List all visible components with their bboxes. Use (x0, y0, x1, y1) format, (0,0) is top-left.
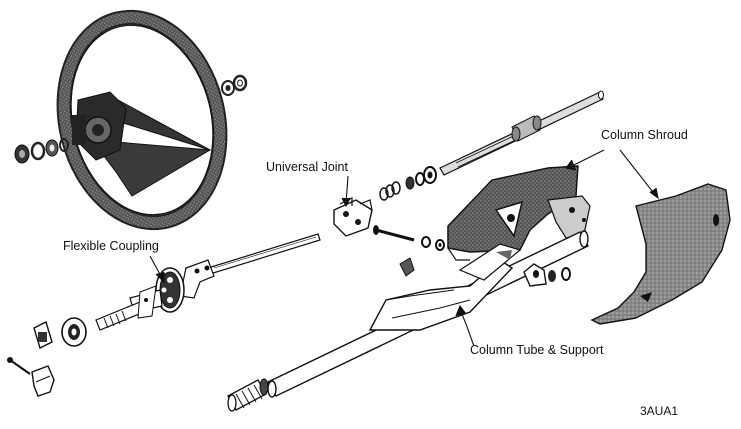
column-shroud (590, 183, 731, 325)
flexible-coupling (95, 267, 185, 331)
leader-lines (149, 149, 659, 347)
label-universal-joint: Universal Joint (266, 160, 348, 174)
bolt-and-washers (373, 225, 445, 251)
figure-code: 3AUA1 (640, 404, 679, 418)
intermediate-shaft (179, 233, 321, 299)
small-clip (399, 257, 415, 277)
wheel-nut (221, 74, 248, 96)
column-tube-leader (459, 309, 475, 347)
upper-steering-shaft (439, 90, 604, 176)
column-tube-assembly (227, 230, 589, 412)
column-shroud-leader-shroud (619, 149, 657, 197)
support-bushing-washers (523, 263, 571, 287)
shaft-bearing-set (379, 166, 437, 201)
universal-joint (333, 197, 373, 237)
label-column-shroud: Column Shroud (601, 128, 688, 142)
hub-nut-washers (14, 138, 69, 164)
label-flexible-coupling: Flexible Coupling (63, 239, 159, 253)
column-shroud-leader-bracket (571, 149, 605, 167)
column-support-bracket (447, 165, 591, 261)
lower-seal-and-boot (7, 317, 87, 397)
label-column-tube-support: Column Tube & Support (470, 343, 604, 357)
steering-wheel (56, 9, 228, 231)
